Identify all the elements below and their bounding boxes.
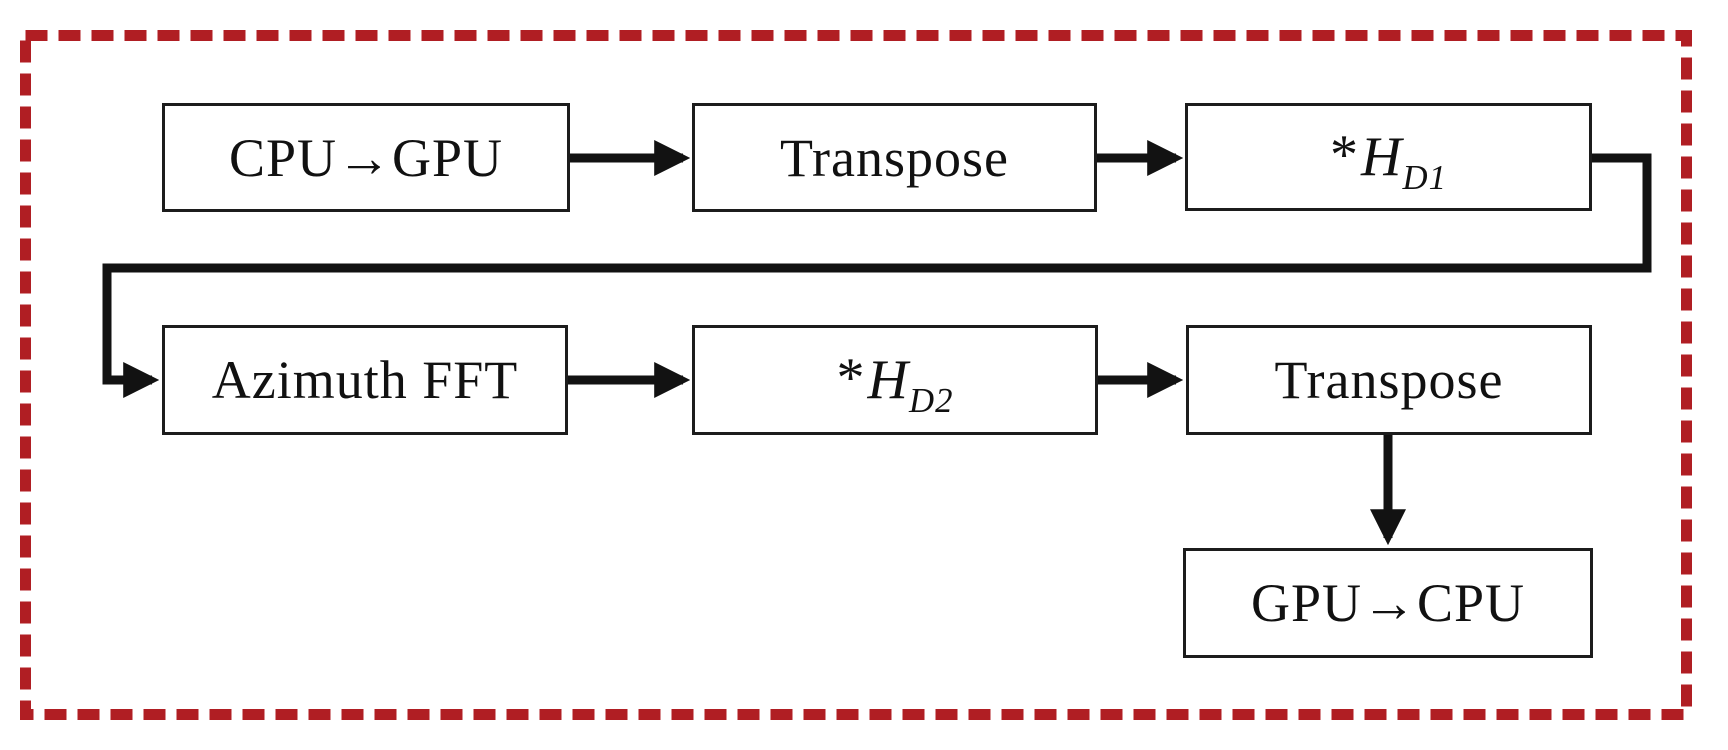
h-d1-subscript: D1 xyxy=(1402,158,1447,198)
node-cpu-to-gpu: CPU→GPU xyxy=(162,103,570,212)
node-h-d2: *HD2 xyxy=(692,325,1098,435)
figure-dashed-border xyxy=(20,30,1692,720)
node-gpu-to-cpu-label: GPU→CPU xyxy=(1250,573,1526,633)
h-d2-subscript: D2 xyxy=(909,381,954,421)
h-d1-letter: H xyxy=(1361,126,1403,188)
node-transpose-1-label: Transpose xyxy=(779,127,1010,188)
h-d2-asterisk: * xyxy=(836,347,866,409)
node-transpose-2: Transpose xyxy=(1186,325,1592,435)
node-azimuth-fft-label: Azimuth FFT xyxy=(211,350,519,410)
flow-arrows xyxy=(102,140,1652,546)
node-transpose-2-label: Transpose xyxy=(1274,350,1504,410)
node-h-d2-label: *HD2 xyxy=(836,347,954,418)
node-azimuth-fft: Azimuth FFT xyxy=(162,325,568,435)
node-h-d1: *HD1 xyxy=(1185,103,1592,211)
node-gpu-to-cpu: GPU→CPU xyxy=(1183,548,1593,658)
node-transpose-1: Transpose xyxy=(692,103,1097,212)
h-d2-letter: H xyxy=(867,349,909,411)
node-cpu-to-gpu-label: CPU→GPU xyxy=(228,127,504,188)
node-h-d1-label: *HD1 xyxy=(1330,124,1447,195)
h-d1-asterisk: * xyxy=(1330,124,1360,186)
arrow-hd1-wraparound-to-azimuth-fft-icon xyxy=(102,153,1652,398)
